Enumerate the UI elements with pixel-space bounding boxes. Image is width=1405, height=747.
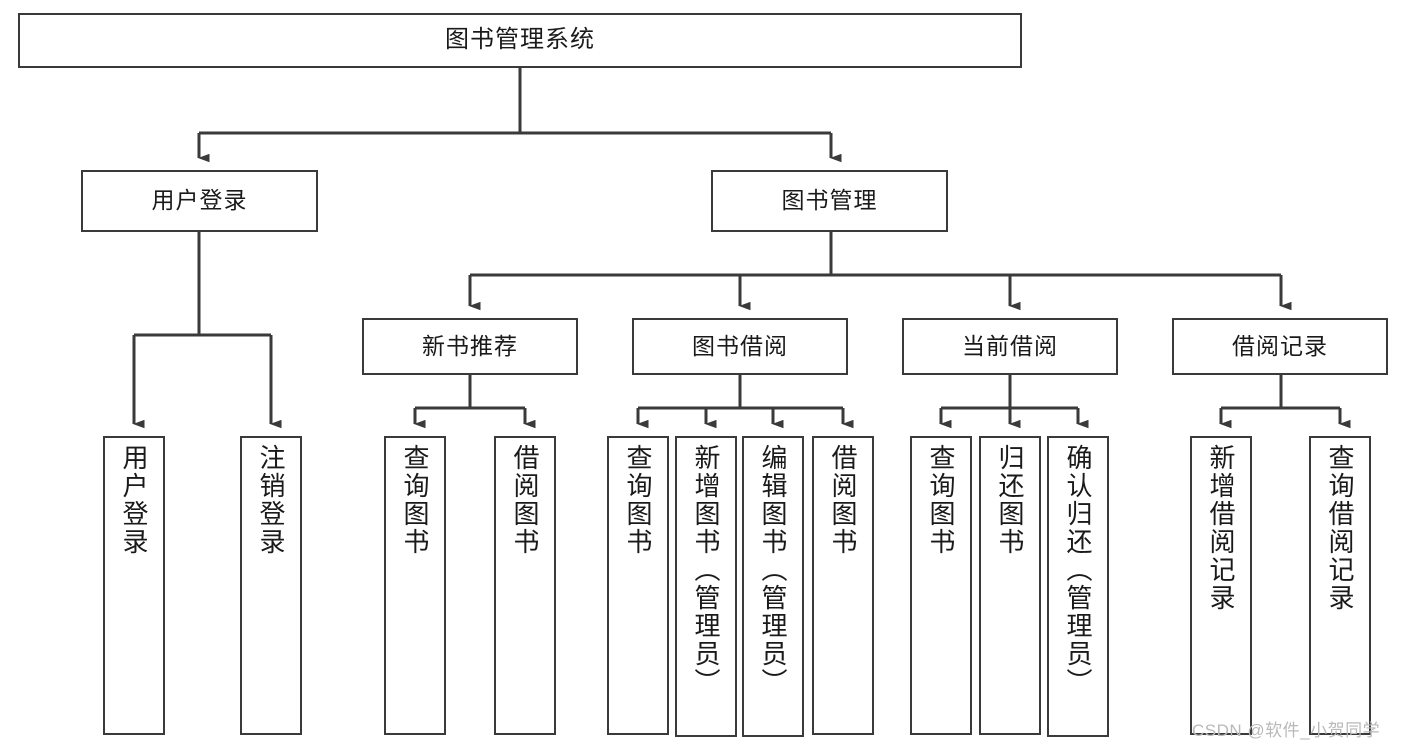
leaf-borrow-book-1[interactable]: 借阅图书 [494, 436, 556, 735]
node-label: 确认归还（管理员） [1063, 444, 1093, 696]
node-user-login[interactable]: 用户登录 [81, 170, 318, 232]
node-label: 归还图书 [995, 444, 1025, 556]
leaf-query-book-2[interactable]: 查询图书 [607, 436, 669, 735]
node-label: 查询借阅记录 [1325, 444, 1355, 612]
leaf-user-login[interactable]: 用户登录 [103, 436, 165, 735]
node-label: 新增图书（管理员） [691, 444, 721, 696]
leaf-edit-book[interactable]: 编辑图书（管理员） [742, 436, 804, 737]
node-label: 查询图书 [400, 444, 430, 556]
leaf-return-book[interactable]: 归还图书 [979, 436, 1041, 735]
node-label: 编辑图书（管理员） [758, 444, 788, 696]
leaf-logout-login[interactable]: 注销登录 [240, 436, 302, 735]
node-label: 当前借阅 [962, 332, 1058, 359]
node-label: 查询图书 [623, 444, 653, 556]
leaf-query-book-3[interactable]: 查询图书 [910, 436, 972, 735]
node-label: 用户登录 [151, 187, 248, 214]
node-label: 图书借阅 [692, 332, 788, 359]
node-book-manage[interactable]: 图书管理 [711, 170, 948, 232]
leaf-query-book-1[interactable]: 查询图书 [384, 436, 446, 735]
node-book-borrow[interactable]: 图书借阅 [632, 318, 848, 375]
node-label: 图书管理系统 [445, 26, 595, 54]
node-borrow-record[interactable]: 借阅记录 [1172, 318, 1388, 375]
node-label: 新书推荐 [422, 332, 518, 359]
node-label: 注销登录 [256, 444, 286, 556]
node-current-borrow[interactable]: 当前借阅 [902, 318, 1118, 375]
node-label: 借阅记录 [1232, 332, 1328, 359]
node-label: 借阅图书 [510, 444, 540, 556]
leaf-query-borrow-record[interactable]: 查询借阅记录 [1309, 436, 1371, 735]
node-label: 新增借阅记录 [1206, 444, 1236, 612]
csdn-watermark: CSDN @软件_小贺同学 [1192, 721, 1381, 740]
leaf-add-book[interactable]: 新增图书（管理员） [675, 436, 737, 737]
leaf-add-borrow-record[interactable]: 新增借阅记录 [1190, 436, 1252, 735]
node-label: 图书管理 [781, 187, 878, 214]
node-label: 用户登录 [119, 444, 149, 556]
node-label: 查询图书 [926, 444, 956, 556]
leaf-borrow-book-2[interactable]: 借阅图书 [812, 436, 874, 735]
node-book-management-system[interactable]: 图书管理系统 [18, 13, 1022, 68]
node-label: 借阅图书 [828, 444, 858, 556]
leaf-confirm-return[interactable]: 确认归还（管理员） [1047, 436, 1109, 737]
node-new-book-recommend[interactable]: 新书推荐 [362, 318, 578, 375]
